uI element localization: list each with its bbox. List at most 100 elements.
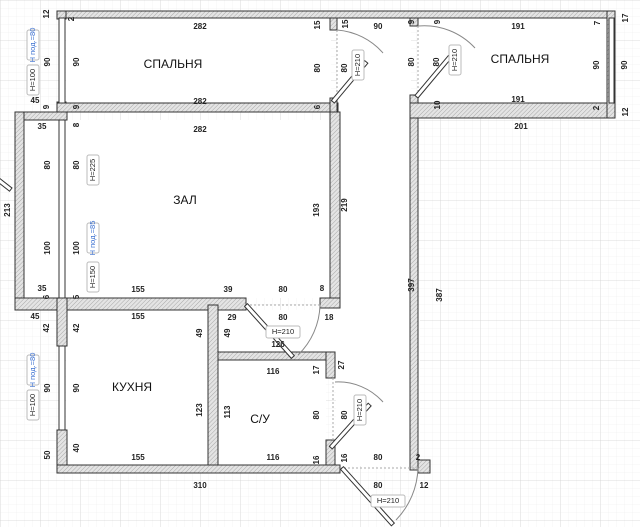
opening-tag-door-wc: H=210 [355, 399, 364, 421]
room-floors [24, 18, 608, 466]
room-label-bedroom-left: СПАЛЬНЯ [144, 57, 203, 71]
dimension-label: 80 [340, 410, 349, 419]
room-label-kitchen: КУХНЯ [112, 380, 152, 394]
opening-tag-door-hall: H=210 [272, 327, 294, 336]
dimension-label: 12 [420, 481, 429, 490]
dimension-label: 90 [374, 22, 383, 31]
dimension-label: 2 [416, 453, 421, 462]
dimension-label: 9 [407, 19, 416, 24]
dimension-label: 213 [3, 203, 12, 217]
dimension-label: 80 [279, 285, 288, 294]
dimension-label: 40 [72, 443, 81, 452]
tag-box [86, 154, 100, 186]
dimension-label: 8 [320, 284, 325, 293]
tag-box [26, 354, 40, 386]
dimension-label: 90 [592, 60, 601, 69]
dimension-label: 90 [72, 383, 81, 392]
dimension-label: 282 [193, 22, 207, 31]
dimension-label: 100 [72, 241, 81, 255]
dimension-label: 45 [31, 96, 40, 105]
dimension-label: 126 [271, 340, 285, 349]
dimension-label: 80 [279, 313, 288, 322]
dimension-label: 80 [374, 453, 383, 462]
dimension-label: 155 [131, 285, 145, 294]
dimension-label: 113 [223, 405, 232, 418]
dimension-label: 397 [407, 278, 416, 292]
opening-tag-door-entry: H=210 [377, 496, 399, 505]
dimension-label: 39 [224, 285, 233, 294]
opening-tag-window-hall-h: H=150 [88, 266, 97, 288]
dimension-label: 155 [131, 453, 145, 462]
opening-tag-window-k-sill: Н под.=80 [28, 353, 37, 388]
dimension-label: 27 [337, 360, 346, 369]
dimension-label: 12 [42, 9, 51, 18]
opening-tag-door-br: H=210 [450, 49, 459, 71]
windows [58, 17, 615, 431]
dimension-label: 90 [620, 60, 629, 69]
window-bedroom-left [58, 17, 66, 104]
door-leaf-entry[interactable] [339, 465, 396, 527]
tag-box [26, 29, 40, 61]
dimension-label: 7 [593, 20, 602, 25]
dimension-label: 90 [43, 57, 52, 66]
dimension-label: 80 [313, 63, 322, 72]
dimension-label: 50 [43, 450, 52, 459]
dimension-label: 10 [433, 100, 442, 109]
door-leaf-balcony[interactable] [0, 151, 13, 192]
tag-box [370, 494, 406, 508]
room-label-bedroom-right: СПАЛЬНЯ [491, 52, 550, 66]
dimension-label: 35 [38, 284, 47, 293]
dimension-label: 80 [340, 63, 349, 72]
dimension-label: 6 [42, 294, 51, 299]
dimension-label: 80 [407, 57, 416, 66]
opening-tag-window-bl-sill: Н под.=80 [28, 28, 37, 63]
room-label-hall: ЗАЛ [173, 193, 196, 207]
opening-tag-door-bl: H=210 [353, 54, 362, 76]
tag-box [86, 261, 100, 293]
opening-tag-door-balcony: H=225 [88, 159, 97, 181]
dimension-label: 17 [312, 365, 321, 374]
dimension-label: 80 [312, 410, 321, 419]
tag-box [448, 44, 462, 76]
dimension-label: 201 [514, 122, 528, 131]
dimension-label: 80 [43, 160, 52, 169]
tag-box [26, 64, 40, 96]
dimension-label: 80 [374, 481, 383, 490]
tag-box [26, 389, 40, 421]
window-hall [58, 119, 66, 299]
tag-box [265, 325, 301, 339]
tag-box [86, 222, 100, 254]
dimension-label: 6 [313, 104, 322, 109]
dimension-label: 2 [67, 16, 76, 21]
dimension-label: 2 [592, 105, 601, 110]
dimension-label: 29 [228, 313, 237, 322]
room-label-bathroom: С/У [250, 412, 270, 426]
dimension-label: 5 [72, 294, 81, 299]
dimension-label: 49 [223, 328, 232, 337]
dimension-label: 42 [72, 323, 81, 332]
dimension-label: 191 [511, 95, 525, 104]
dimension-label: 16 [340, 453, 349, 462]
dimension-label: 45 [31, 312, 40, 321]
window-kitchen [58, 345, 66, 431]
opening-tag-window-k-h: H=100 [28, 394, 37, 416]
tag-box [353, 394, 367, 426]
dimension-label: 387 [435, 288, 444, 302]
dimension-label: 90 [43, 383, 52, 392]
dimension-label: 191 [511, 22, 525, 31]
dimension-label: 49 [195, 328, 204, 337]
dimension-label: 80 [72, 160, 81, 169]
dimension-label: 90 [72, 57, 81, 66]
dimension-label: 80 [432, 57, 441, 66]
dimension-label: 9 [42, 104, 51, 109]
dimension-label: 9 [433, 19, 442, 24]
dimension-label: 310 [193, 481, 207, 490]
dimension-label: 16 [312, 455, 321, 464]
dimension-label: 123 [195, 403, 204, 417]
dimension-label: 116 [267, 453, 280, 462]
dimension-label: 18 [325, 313, 334, 322]
dimension-label: 15 [341, 19, 350, 28]
